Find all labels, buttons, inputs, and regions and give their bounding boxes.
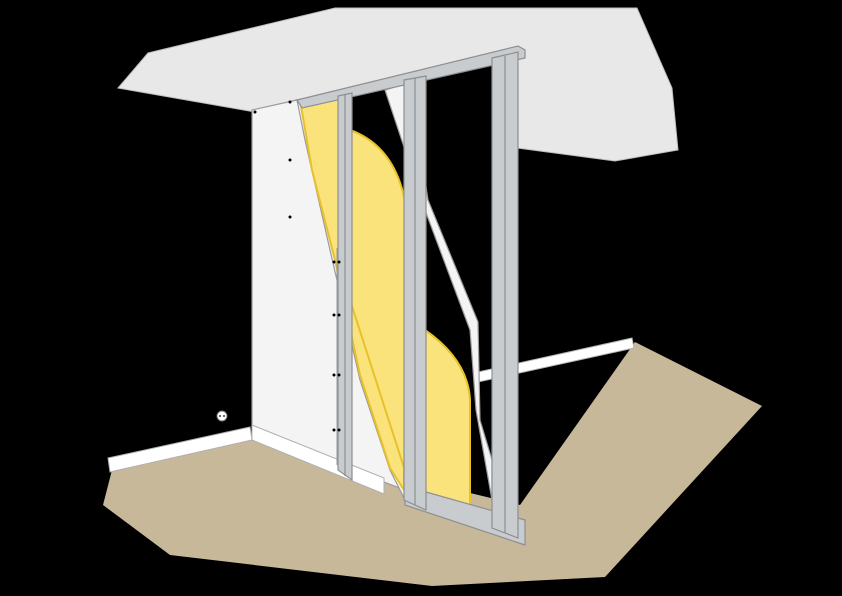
electrical-outlet-icon [216,410,228,422]
insulation-batt-right [424,328,471,517]
floor [103,342,762,586]
top-track [296,45,526,109]
metal-studs [337,51,519,539]
screws [253,100,341,432]
